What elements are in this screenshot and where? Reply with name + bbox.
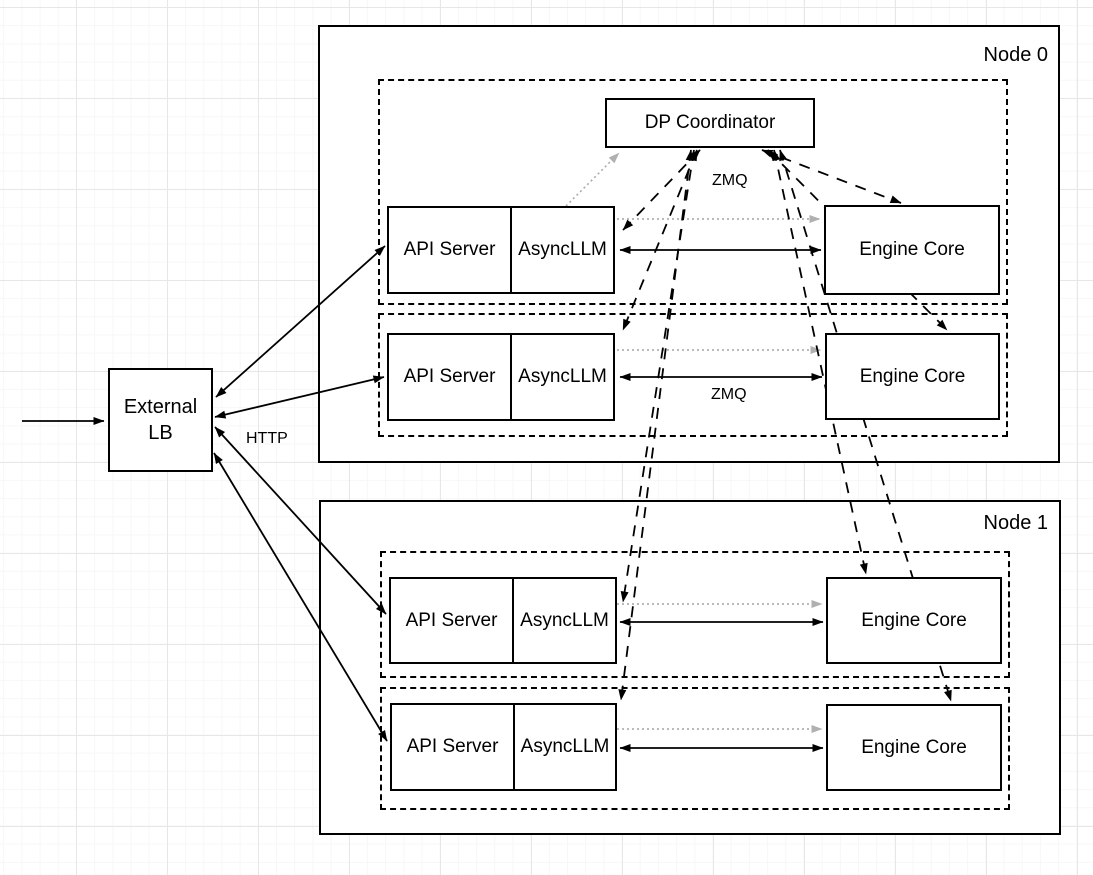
api-server-cell: API Server (389, 335, 512, 419)
node1-label: Node 1 (983, 512, 1049, 534)
http-label: HTTP (246, 430, 288, 447)
engine-core-label: Engine Core (861, 736, 967, 758)
api-async-box-n1r2: API Server AsyncLLM (390, 703, 617, 791)
asyncllm-label: AsyncLLM (520, 609, 609, 631)
api-async-box-n1r1: API Server AsyncLLM (389, 577, 617, 664)
dp-coordinator-box: DP Coordinator (605, 98, 815, 148)
node1-replica2-group (380, 687, 1010, 810)
dp-coordinator-label: DP Coordinator (644, 112, 776, 133)
asyncllm-cell: AsyncLLM (514, 579, 615, 662)
engine-core-box-n0r1: Engine Core (824, 205, 1000, 295)
api-server-cell: API Server (392, 705, 515, 789)
engine-core-label: Engine Core (859, 365, 966, 387)
external-lb-label-line1: External (123, 396, 198, 418)
api-server-cell: API Server (389, 208, 512, 292)
node0-label: Node 0 (983, 44, 1049, 66)
api-async-box-n0r2: API Server AsyncLLM (387, 333, 615, 421)
engine-core-box-n1r1: Engine Core (826, 577, 1002, 664)
external-lb-label-line2: LB (148, 422, 173, 444)
engine-core-box-n0r2: Engine Core (825, 333, 1000, 420)
api-server-label: API Server (406, 736, 499, 757)
api-server-label: API Server (405, 609, 498, 631)
external-lb-box: External LB (108, 368, 213, 472)
asyncllm-cell: AsyncLLM (512, 335, 613, 419)
asyncllm-label: AsyncLLM (518, 366, 607, 387)
asyncllm-label: AsyncLLM (518, 239, 607, 260)
engine-core-label: Engine Core (859, 239, 965, 260)
asyncllm-cell: AsyncLLM (515, 705, 615, 789)
api-server-label: API Server (403, 239, 496, 260)
engine-core-label: Engine Core (861, 609, 967, 631)
zmq-label-coordinator: ZMQ (712, 172, 748, 189)
asyncllm-label: AsyncLLM (520, 736, 610, 757)
engine-core-box-n1r2: Engine Core (826, 704, 1002, 791)
api-async-box-n0r1: API Server AsyncLLM (387, 206, 615, 294)
api-server-cell: API Server (391, 579, 514, 662)
api-server-label: API Server (403, 366, 496, 387)
zmq-label-engine: ZMQ (711, 386, 747, 403)
asyncllm-cell: AsyncLLM (512, 208, 613, 292)
